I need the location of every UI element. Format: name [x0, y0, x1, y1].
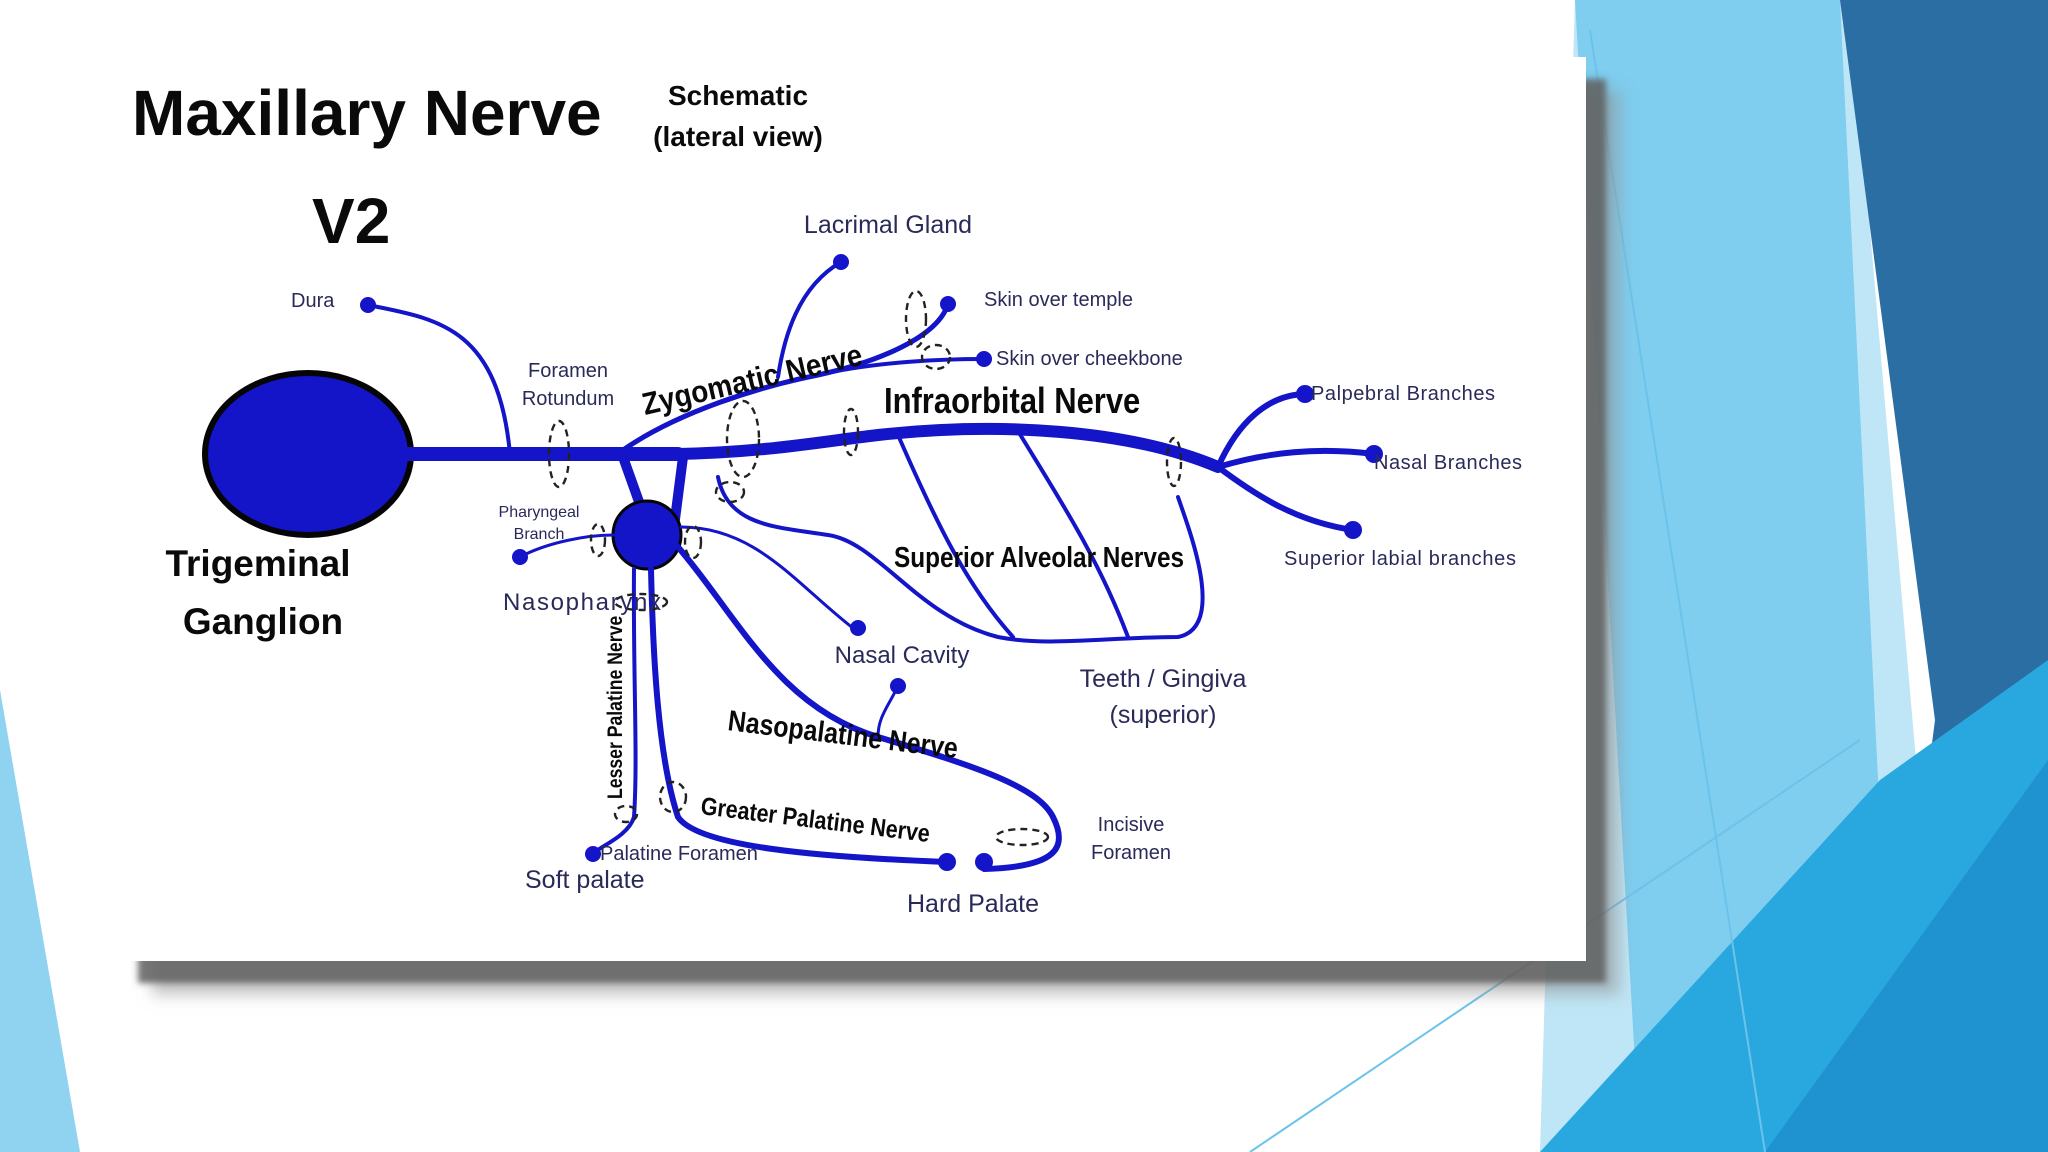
lesser-palatine-nerve-path [591, 567, 638, 856]
superior-labial-label: Superior labial branches [1284, 548, 1516, 570]
ganglion-label-line2: Ganglion [183, 601, 343, 642]
nasal-endpoint [1365, 445, 1383, 463]
palpebral-branch [1215, 391, 1308, 470]
maxillary-nerve-diagram: Maxillary Nerve V2 Schematic (lateral vi… [132, 77, 1522, 918]
soft-palate-label: Soft palate [525, 866, 645, 894]
palpebral-endpoint [1296, 385, 1314, 403]
infraorbital-nerve-path [672, 423, 1224, 473]
incisive-foramen-marker [994, 827, 1050, 847]
hard-palate-endpoint [938, 853, 956, 871]
diagram-subtitle-line1: Schematic [668, 80, 808, 111]
palpebral-branches-label: Palpebral Branches [1311, 383, 1495, 405]
foramen-rotundum-label-line2: Rotundum [522, 388, 614, 410]
right-accent-shape-deep [1765, 760, 2048, 1152]
superior-alveolar-branch [896, 433, 1015, 639]
infraorbital-exit-marker [1165, 436, 1183, 488]
teeth-gingiva-label-line1: Teeth / Gingiva [1080, 665, 1247, 693]
diagram-panel: Maxillary Nerve V2 Schematic (lateral vi… [118, 57, 1586, 961]
trigeminal-ganglion [202, 370, 414, 538]
skin-cheekbone-branch [816, 357, 986, 377]
dura-label: Dura [291, 290, 335, 312]
nasal-branch [1215, 447, 1377, 470]
superior-alveolar-loop [716, 475, 1205, 644]
teeth-gingiva-label-line2: (superior) [1110, 701, 1217, 729]
soft-palate-endpoint [585, 846, 601, 862]
ganglion-label-line1: Trigeminal [165, 543, 350, 584]
nasal-cavity-label: Nasal Cavity [835, 642, 970, 669]
diagram-subtitle-line2: (lateral view) [653, 121, 823, 152]
incisive-endpoint [975, 853, 993, 871]
foramen-rotundum-label-line1: Foramen [528, 360, 608, 382]
lesser-palatine-marker [613, 804, 639, 824]
pharyngeal-branch-label-line2: Branch [514, 526, 565, 543]
dura-branch-path [366, 303, 512, 456]
left-accent-shape [0, 690, 80, 1152]
lacrimal-endpoint [833, 254, 849, 270]
dura-endpoint [360, 297, 376, 313]
infraorbital-nerve-label: Infraorbital Nerve [884, 382, 1140, 422]
labial-endpoint [1344, 521, 1362, 539]
pterygopalatine-ganglion [611, 499, 683, 571]
lesser-palatine-label: Lesser Palatine Nerve [604, 616, 628, 799]
nasopalatine-nerve-path [675, 544, 1062, 872]
nasal-cavity-twig-endpoint [890, 678, 906, 694]
zygomatic-foramen-marker [725, 399, 761, 479]
diagram-title: Maxillary Nerve [132, 77, 602, 149]
infraorbital-foramen-marker [842, 407, 860, 457]
nasopalatine-nerve-label: Nasopalatine Nerve [726, 704, 960, 764]
greater-palatine-nerve-path [648, 566, 950, 865]
palatine-canal-marker [613, 592, 669, 612]
cheekbone-foramen-marker [920, 343, 952, 371]
superior-alveolar-branch [1016, 429, 1130, 639]
nasal-cavity-endpoint [850, 620, 866, 636]
foramen-rotundum-marker [547, 419, 571, 489]
superior-alveolar-label: Superior Alveolar Nerves [894, 541, 1184, 573]
accent-thin-line [1589, 29, 1766, 1152]
pharyngeal-branch [518, 533, 615, 559]
diagram-title-v2: V2 [312, 185, 390, 257]
lacrimal-branch [776, 260, 843, 379]
skin-cheekbone-label: Skin over cheekbone [996, 348, 1183, 370]
palatine-foramen-marker [658, 780, 688, 814]
alveolar-marker [714, 480, 746, 504]
incisive-foramen-label-line2: Foramen [1091, 842, 1171, 864]
lacrimal-gland-label: Lacrimal Gland [804, 211, 972, 239]
nasal-branches-label: Nasal Branches [1374, 452, 1522, 474]
pharyngeal-branch-label-line1: Pharyngeal [499, 504, 580, 521]
hard-palate-label: Hard Palate [907, 890, 1039, 918]
cheekbone-endpoint [976, 351, 992, 367]
nasopharynx-endpoint [512, 549, 528, 565]
temple-endpoint [940, 296, 956, 312]
pharyngeal-marker [589, 522, 607, 558]
ganglion-marker [683, 524, 703, 560]
palatine-foramen-label: Palatine Foramen [600, 843, 758, 865]
nasal-cavity-branch [679, 525, 860, 634]
incisive-foramen-label-line1: Incisive [1098, 814, 1165, 836]
temple-foramen-marker [904, 289, 928, 349]
nasopharynx-label: Nasopharynx [503, 589, 661, 616]
skin-temple-label: Skin over temple [984, 289, 1133, 311]
superior-labial-branch [1215, 464, 1356, 533]
greater-palatine-label: Greater Palatine Nerve [699, 792, 931, 848]
